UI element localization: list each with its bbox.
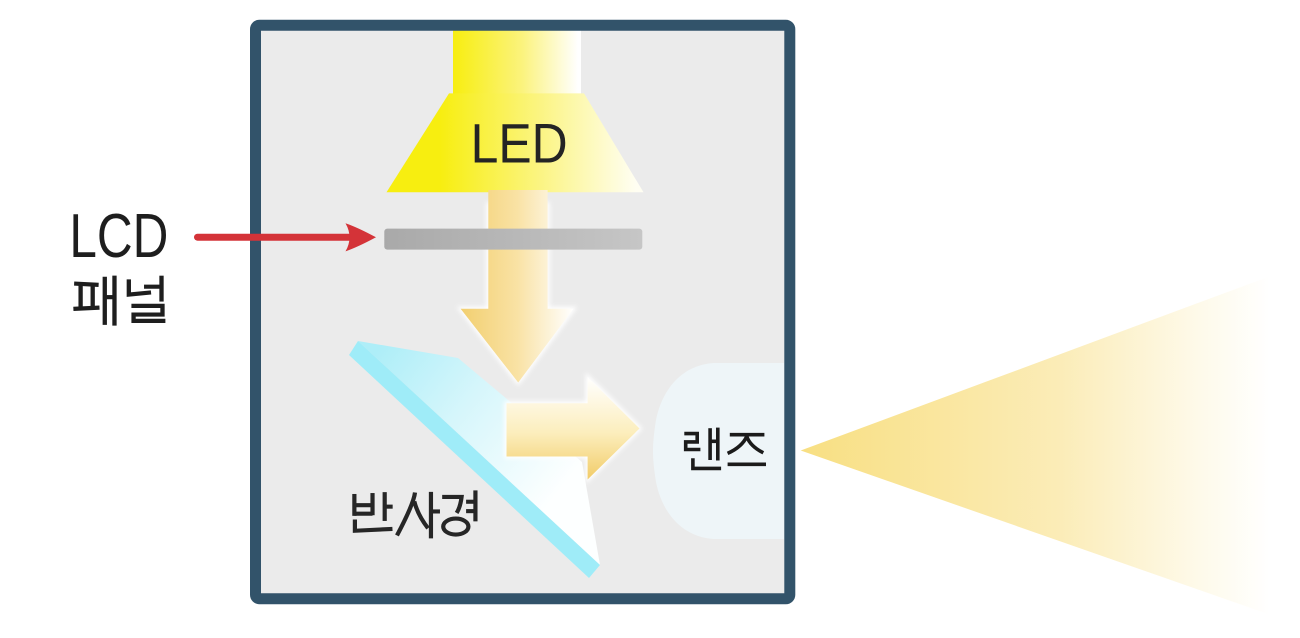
- svg-text:LED: LED: [471, 113, 568, 175]
- svg-text:LCD: LCD: [69, 202, 168, 271]
